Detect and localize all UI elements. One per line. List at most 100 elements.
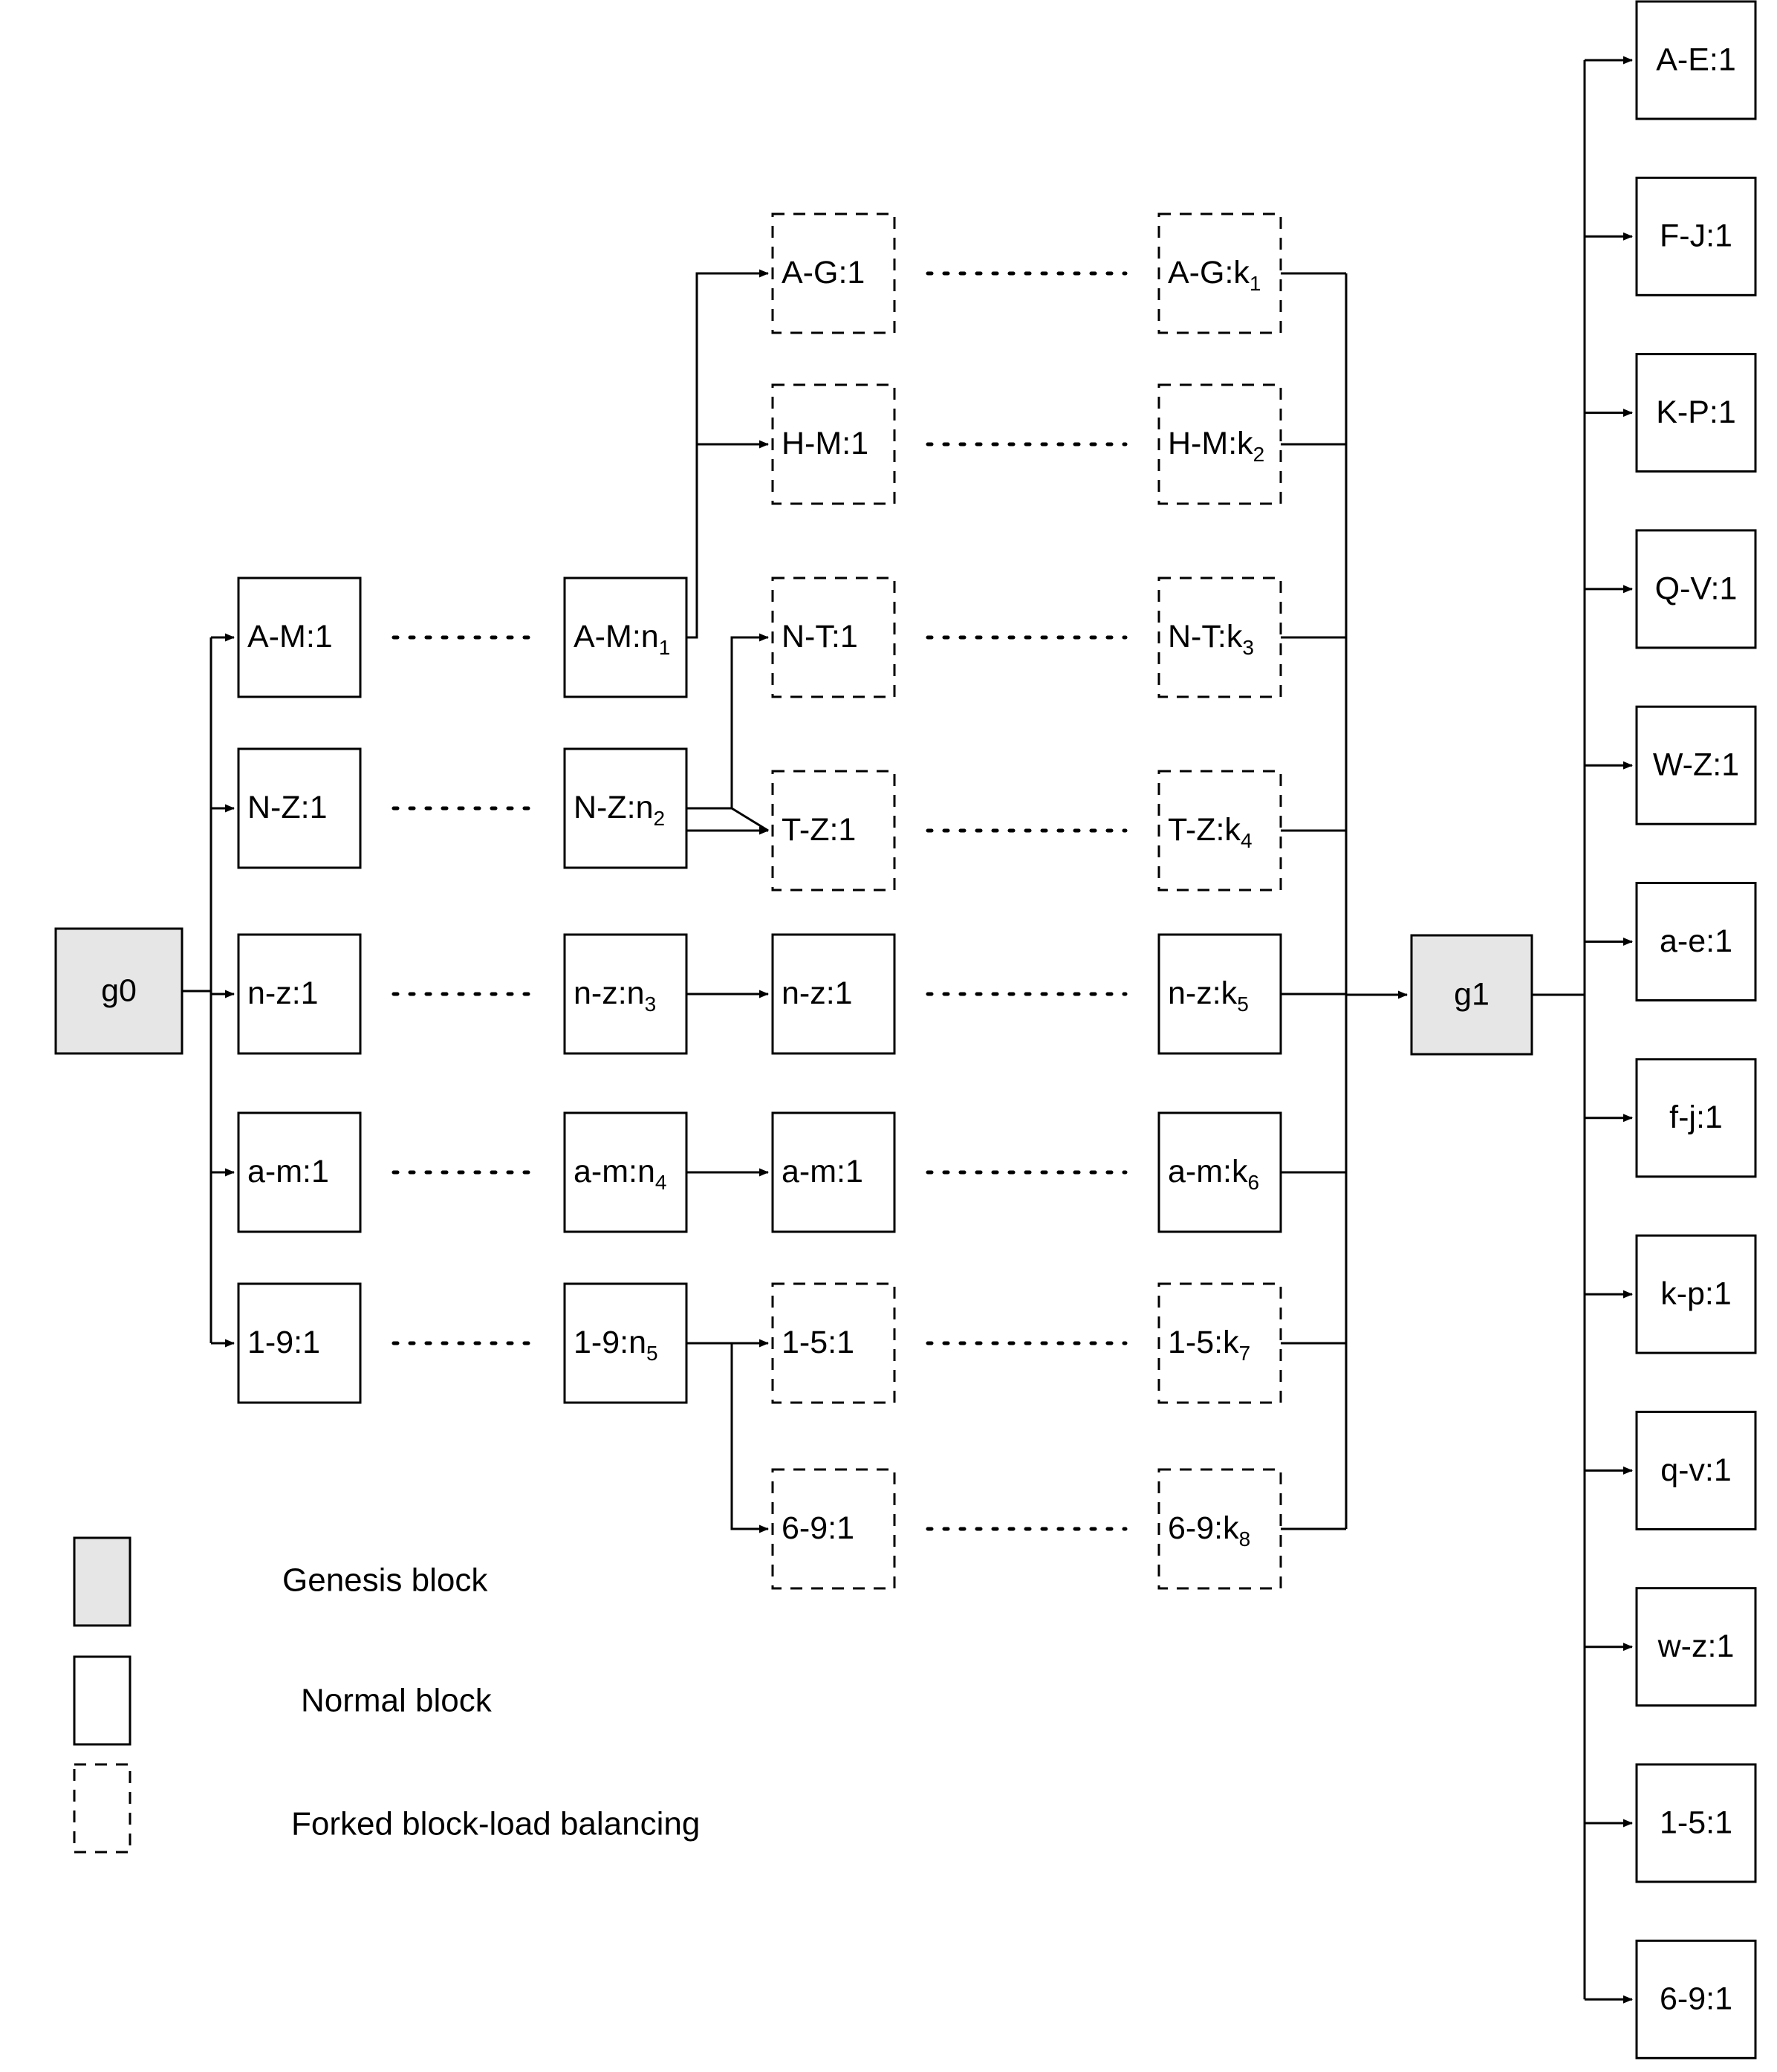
block-col5-N-T:k3[interactable]: N-T:k3 xyxy=(1157,577,1282,698)
block-rect xyxy=(1635,1763,1757,1883)
block-rect xyxy=(1635,1410,1757,1530)
block-col2-A-M:n1[interactable]: A-M:n1 xyxy=(563,577,688,698)
block-col2-a-m:n4[interactable]: a-m:n4 xyxy=(563,1111,688,1233)
block-rect xyxy=(563,577,688,698)
block-rect xyxy=(1635,529,1757,649)
block-right-K-P:1[interactable]: K-P:1 xyxy=(1635,353,1757,473)
block-rect xyxy=(1157,577,1282,698)
block-rect xyxy=(1157,1111,1282,1233)
connector xyxy=(731,807,769,832)
block-label: 6-9:1 xyxy=(782,1510,854,1546)
block-col2-1-9:n5[interactable]: 1-9:n5 xyxy=(563,1282,688,1404)
block-rect xyxy=(1635,1587,1757,1707)
block-label: W-Z:1 xyxy=(1653,747,1739,783)
block-label: g1 xyxy=(1454,976,1490,1012)
block-right-k-p:1[interactable]: k-p:1 xyxy=(1635,1234,1757,1354)
block-rect xyxy=(771,1468,896,1590)
block-rect xyxy=(771,933,896,1055)
block-label: 1-5:1 xyxy=(782,1325,854,1360)
legend-swatch-genesis xyxy=(73,1536,131,1627)
block-rect xyxy=(1635,353,1757,473)
block-right-A-E:1[interactable]: A-E:1 xyxy=(1635,0,1757,120)
block-label: A-M:n1 xyxy=(574,619,670,659)
block-right-Q-V:1[interactable]: Q-V:1 xyxy=(1635,529,1757,649)
block-col2-N-Z:n2[interactable]: N-Z:n2 xyxy=(563,747,688,869)
block-col3-T-Z:1[interactable]: T-Z:1 xyxy=(771,770,896,892)
block-col3-n-z:1[interactable]: n-z:1 xyxy=(771,933,896,1055)
block-col5-H-M:k2[interactable]: H-M:k2 xyxy=(1157,383,1282,505)
block-right-1-5:1[interactable]: 1-5:1 xyxy=(1635,1763,1757,1883)
block-right-a-e:1[interactable]: a-e:1 xyxy=(1635,882,1757,1001)
dotted-continuation-layer xyxy=(392,271,1128,1531)
block-rect xyxy=(771,1282,896,1404)
block-col5-T-Z:k4[interactable]: T-Z:k4 xyxy=(1157,770,1282,892)
block-col3-a-m:1[interactable]: a-m:1 xyxy=(771,1111,896,1233)
legend-label-forked: Forked block-load balancing xyxy=(291,1806,700,1842)
block-col1-N-Z:1[interactable]: N-Z:1 xyxy=(237,747,362,869)
block-rect xyxy=(563,1111,688,1233)
block-rect xyxy=(1157,212,1282,334)
block-rect xyxy=(1157,1282,1282,1404)
block-col3-A-G:1[interactable]: A-G:1 xyxy=(771,212,896,334)
connector xyxy=(730,1343,769,1533)
block-label: 1-9:n5 xyxy=(574,1325,658,1365)
block-label: a-m:1 xyxy=(247,1154,329,1189)
block-right-W-Z:1[interactable]: W-Z:1 xyxy=(1635,705,1757,825)
block-label: 1-9:1 xyxy=(247,1325,320,1360)
block-label: F-J:1 xyxy=(1660,218,1732,254)
legend-item-normal: Normal block xyxy=(73,1655,493,1746)
block-col5-1-5:k7[interactable]: 1-5:k7 xyxy=(1157,1282,1282,1404)
block-right-F-J:1[interactable]: F-J:1 xyxy=(1635,176,1757,296)
block-label: N-Z:n2 xyxy=(574,790,665,830)
block-label: A-G:1 xyxy=(782,255,865,290)
legend-swatch-forked xyxy=(73,1763,131,1854)
block-label: A-E:1 xyxy=(1656,42,1736,77)
block-rect xyxy=(771,577,896,698)
connector xyxy=(686,633,769,810)
block-col1-A-M:1[interactable]: A-M:1 xyxy=(237,577,362,698)
block-right-f-j:1[interactable]: f-j:1 xyxy=(1635,1058,1757,1178)
block-col3-1-5:1[interactable]: 1-5:1 xyxy=(771,1282,896,1404)
block-label: n-z:n3 xyxy=(574,975,656,1016)
genesis-block-g1[interactable]: g1 xyxy=(1410,934,1533,1056)
block-rect xyxy=(1157,383,1282,505)
block-col5-a-m:k6[interactable]: a-m:k6 xyxy=(1157,1111,1282,1233)
block-col5-6-9:k8[interactable]: 6-9:k8 xyxy=(1157,1468,1282,1590)
block-col5-A-G:k1[interactable]: A-G:k1 xyxy=(1157,212,1282,334)
block-rect xyxy=(1157,1468,1282,1590)
block-rect xyxy=(771,770,896,892)
block-rect xyxy=(563,1282,688,1404)
genesis-block-g0[interactable]: g0 xyxy=(54,927,183,1055)
block-right-q-v:1[interactable]: q-v:1 xyxy=(1635,1410,1757,1530)
block-label: n-z:1 xyxy=(247,975,319,1011)
block-label: k-p:1 xyxy=(1660,1276,1732,1311)
block-col3-H-M:1[interactable]: H-M:1 xyxy=(771,383,896,505)
block-label: T-Z:k4 xyxy=(1168,812,1253,852)
block-right-w-z:1[interactable]: w-z:1 xyxy=(1635,1587,1757,1707)
block-right-6-9:1[interactable]: 6-9:1 xyxy=(1635,1939,1757,2059)
block-label: Q-V:1 xyxy=(1655,571,1738,606)
block-rect xyxy=(237,1282,362,1404)
block-col3-N-T:1[interactable]: N-T:1 xyxy=(771,577,896,698)
block-rect xyxy=(1635,176,1757,296)
block-label: H-M:1 xyxy=(782,426,868,461)
block-label: a-m:k6 xyxy=(1168,1154,1259,1194)
block-rect xyxy=(1635,1939,1757,2059)
block-col5-n-z:k5[interactable]: n-z:k5 xyxy=(1157,933,1282,1055)
block-label: 1-5:k7 xyxy=(1168,1325,1250,1365)
block-label: H-M:k2 xyxy=(1168,426,1264,466)
block-col1-n-z:1[interactable]: n-z:1 xyxy=(237,933,362,1055)
block-label: 6-9:k8 xyxy=(1168,1510,1250,1550)
block-label: q-v:1 xyxy=(1660,1452,1732,1488)
block-col1-a-m:1[interactable]: a-m:1 xyxy=(237,1111,362,1233)
block-rect xyxy=(237,747,362,869)
block-col2-n-z:n3[interactable]: n-z:n3 xyxy=(563,933,688,1055)
block-rect xyxy=(1635,705,1757,825)
block-col1-1-9:1[interactable]: 1-9:1 xyxy=(237,1282,362,1404)
block-rect xyxy=(1635,1234,1757,1354)
block-rect xyxy=(237,933,362,1055)
block-label: A-M:1 xyxy=(247,619,333,655)
block-label: N-T:1 xyxy=(782,619,858,655)
block-col3-6-9:1[interactable]: 6-9:1 xyxy=(771,1468,896,1590)
